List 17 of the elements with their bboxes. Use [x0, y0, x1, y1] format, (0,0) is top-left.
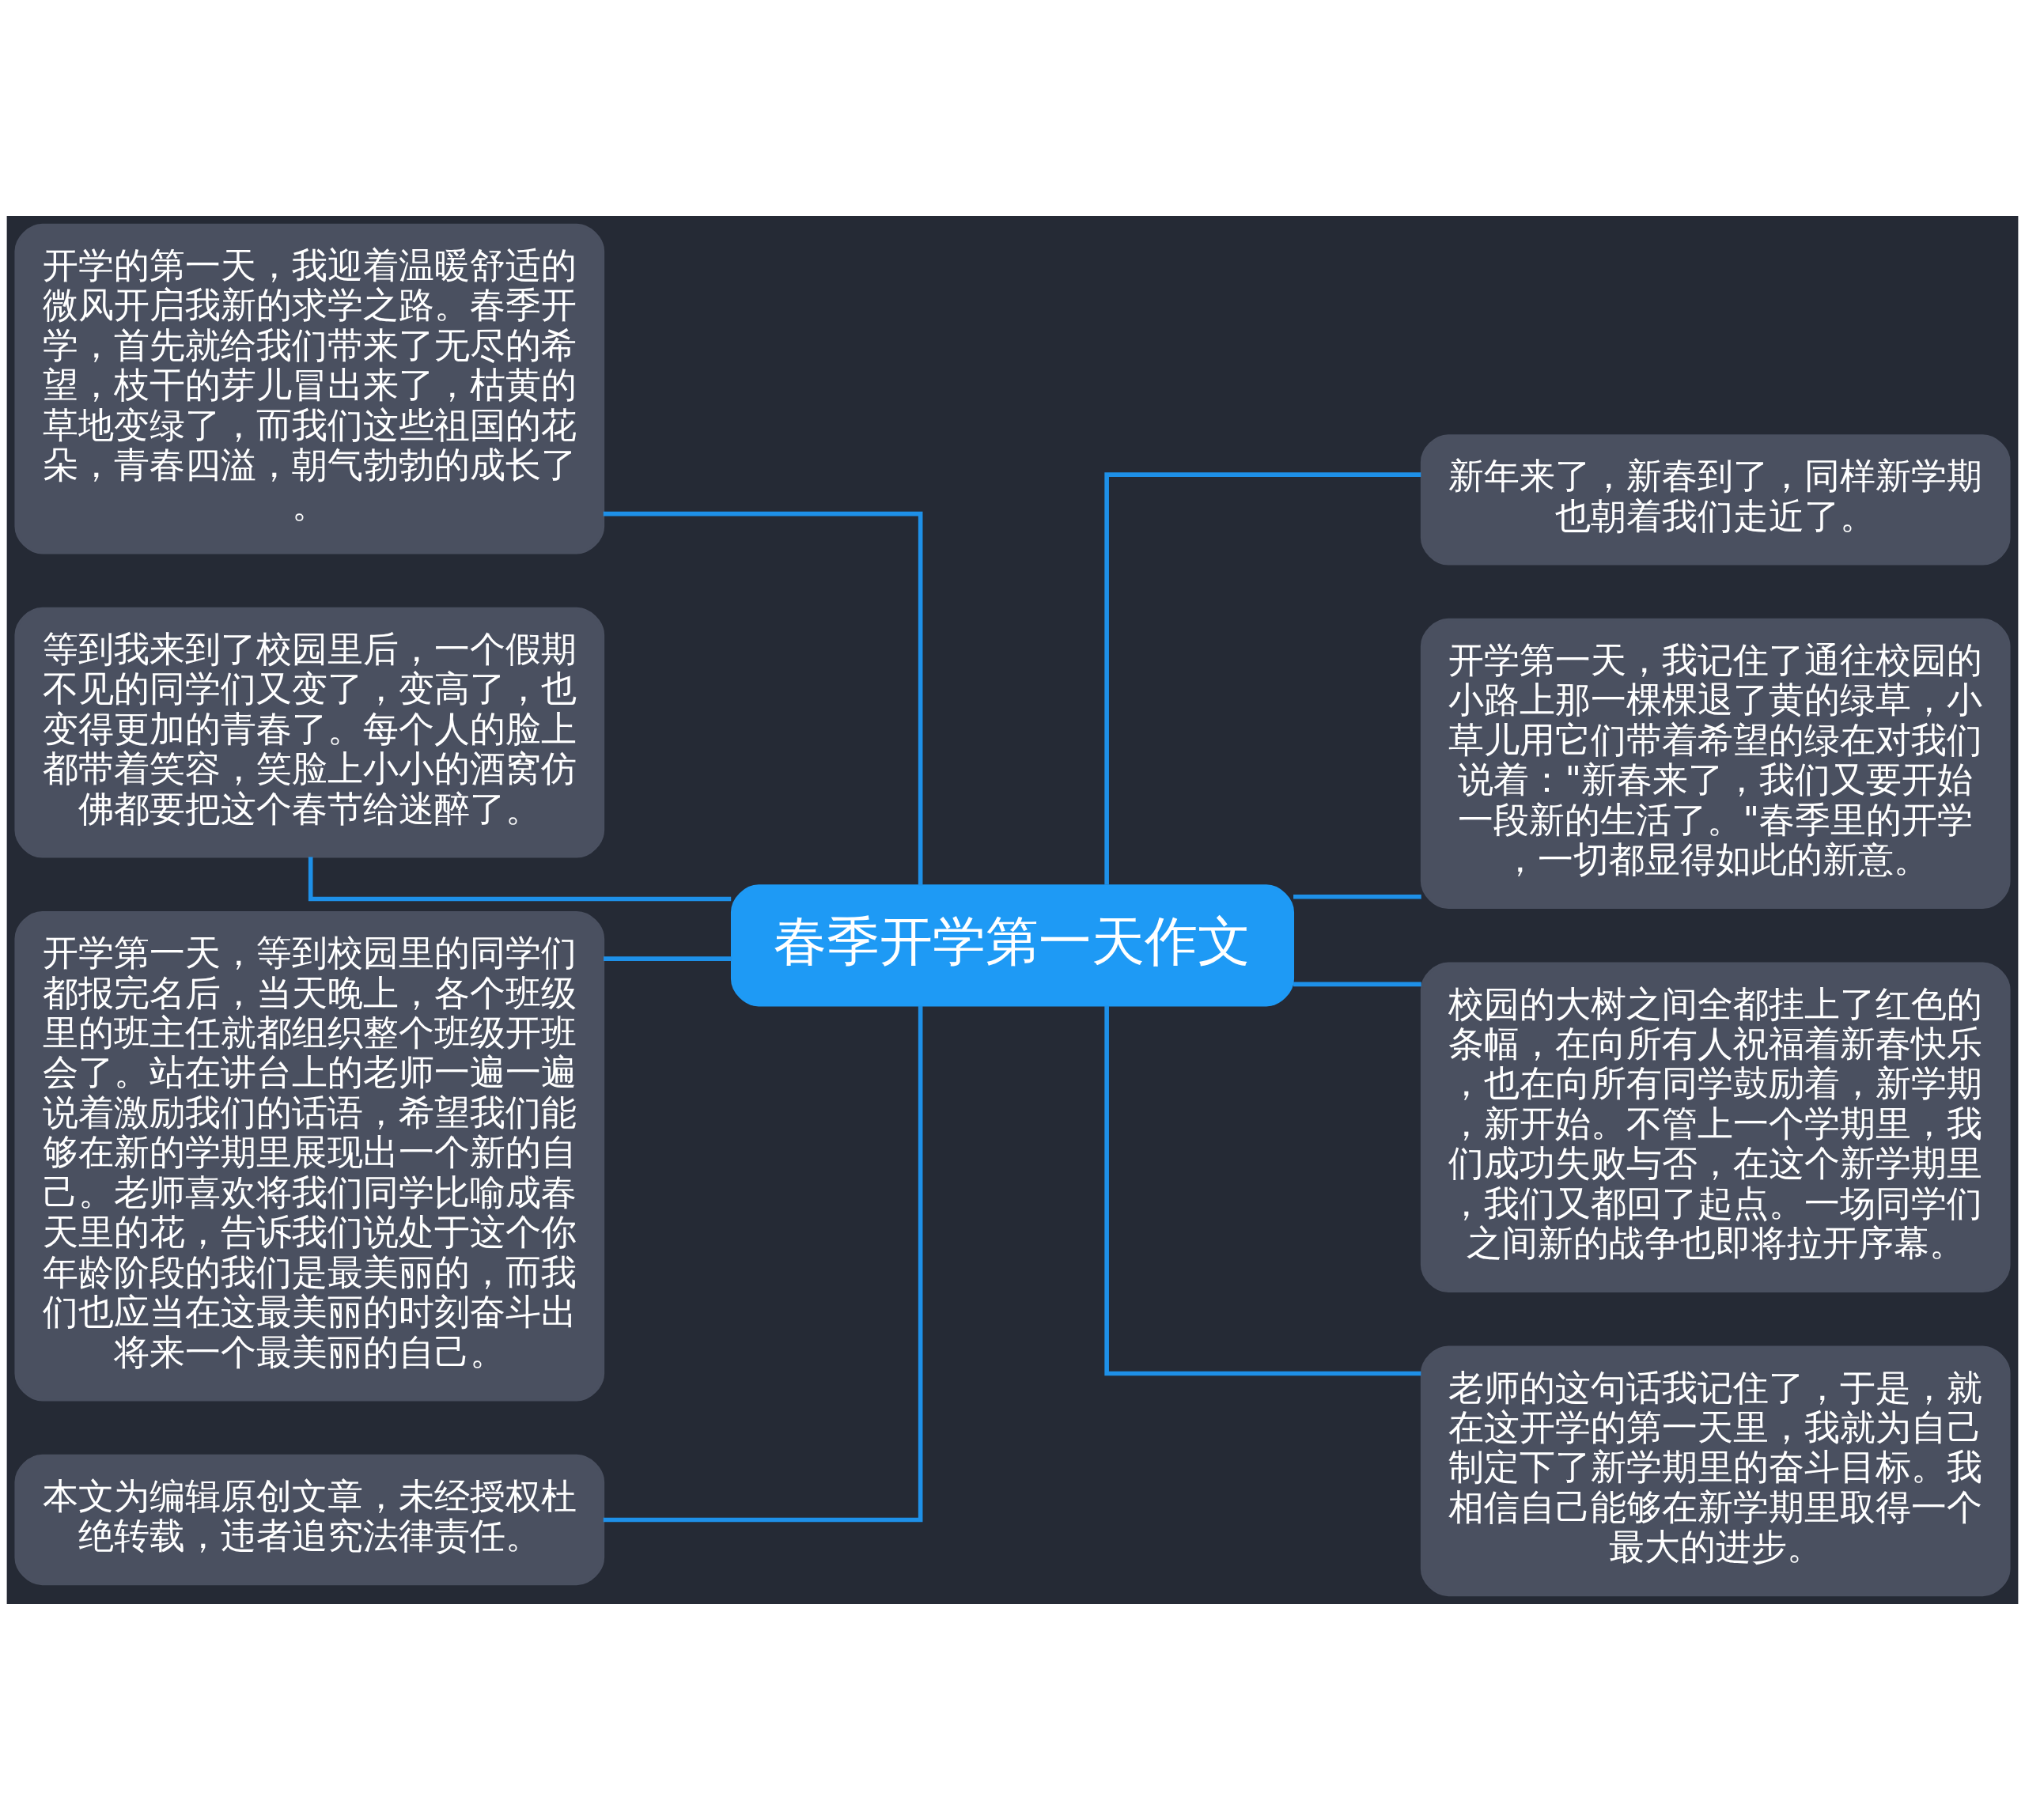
node-box: 开学第一天，等到校园里的同学们都报完名后，当天晚上，各个班级里的班主任就都组织整个班级开班会了。站在讲台上的老师一遍一遍说着激励我们的话语，希望我们能够在新的学期里展现出一个新的自己。老师喜欢将我们同学比喻成春天里的花，告诉我们说处于这个你年龄阶段的我们是最美丽的，而我们也应当在这最美丽的时刻奋斗出将来一个最美丽的自己。: [14, 910, 605, 1402]
node-box: 开学的第一天，我迎着温暖舒适的微风开启我新的求学之路。春季开学，首先就给我们带来了无尽的希望，枝干的芽儿冒出来了，枯黄的草地变绿了，而我们这些祖国的花朵，青春四溢，朝气勃勃的成长了。: [14, 223, 605, 554]
connector: [1104, 1005, 1421, 1376]
node-box: 新年来了，新春到了，同样新学期也朝着我们走近了。: [1420, 434, 2011, 566]
connector: [1104, 472, 1421, 885]
connector: [1293, 982, 1421, 987]
node-box: 开学第一天，我记住了通往校园的小路上那一棵棵退了黄的绿草，小草儿用它们带着希望的绿在对我们说着："新春来了，我们又要开始一段新的生活了。"春季里的开学，一切都显得如此的新意。: [1420, 618, 2011, 910]
connector: [1293, 894, 1421, 899]
connector: [603, 1005, 923, 1523]
node-box: 老师的这句话我记住了，于是，就在这开学的第一天里，我就为自己制定下了新学期里的奋斗目标。我相信自己能够在新学期里取得一个最大的进步。: [1420, 1345, 2011, 1597]
node-box: 春季开学第一天作文: [730, 884, 1295, 1007]
connector: [603, 511, 923, 886]
node-box: 本文为编辑原创文章，未经授权杜绝转载，违者追究法律责任。: [14, 1454, 605, 1586]
node-box: 等到我来到了校园里后，一个假期不见的同学们又变了，变高了，也变得更加的青春了。每个人的脸上都带着笑容，笑脸上小小的酒窝仿佛都要把这个春节给迷醉了。: [14, 607, 605, 858]
node-box: 校园的大树之间全都挂上了红色的条幅，在向所有人祝福着新春快乐，也在向所有同学鼓励着，新学期，新开始。不管上一个学期里，我们成功失败与否，在这个新学期里，我们又都回了起点。一场同学们之间新的战争也即将拉开序幕。: [1420, 962, 2011, 1293]
connector: [604, 956, 732, 961]
connector: [308, 857, 732, 902]
